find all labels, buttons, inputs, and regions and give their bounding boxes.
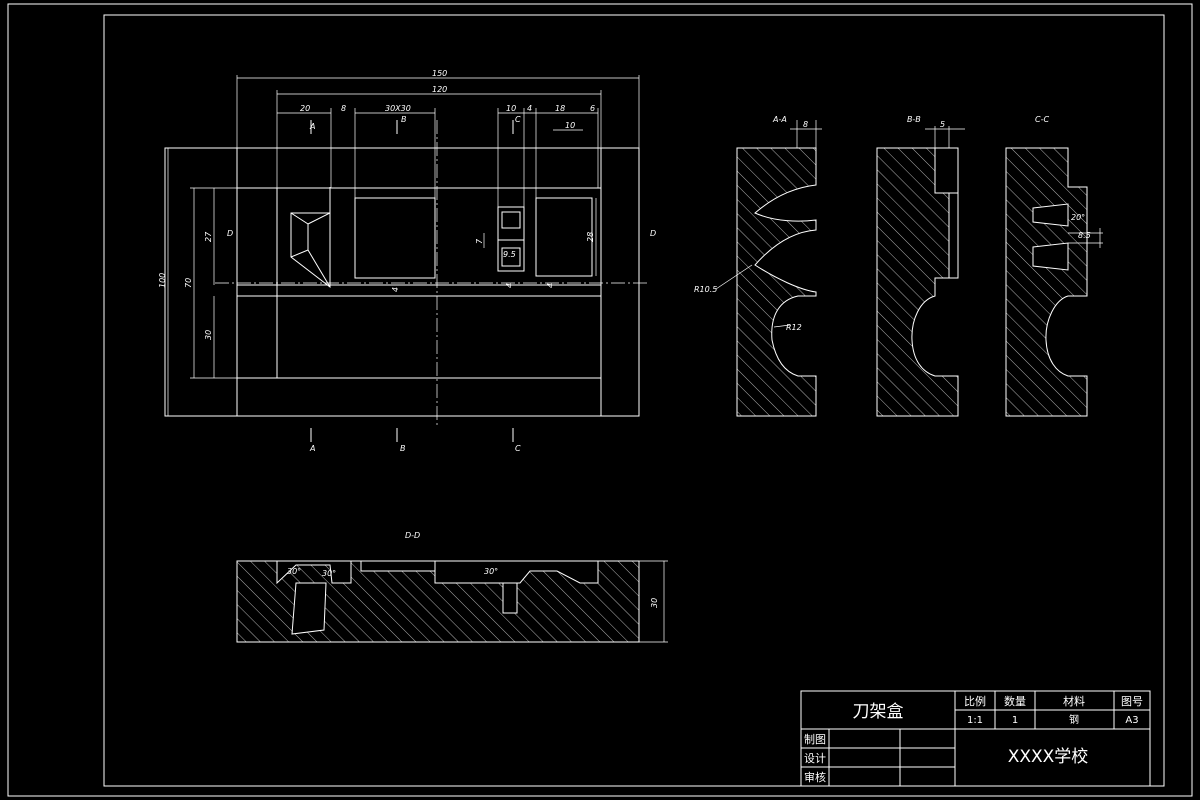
plan-view [164, 75, 650, 425]
dim-r10-5: R10.5 [694, 285, 717, 294]
dim-18: 18 [555, 104, 565, 113]
dim-dd-a1: 30° [287, 567, 301, 576]
section-a-a [715, 120, 822, 417]
cut-c-top: C [515, 115, 521, 124]
dim-30: 30 [204, 330, 213, 340]
cut-d-left: D [227, 229, 233, 238]
title-school: XXXX学校 [1008, 747, 1089, 767]
inner-border [103, 14, 1165, 787]
title-material-value: 钢 [1069, 713, 1079, 726]
title-part-name: 刀架盒 [853, 702, 904, 722]
dim-4a: 4 [391, 287, 400, 292]
title-qty-value: 1 [1012, 715, 1018, 726]
dim-10: 10 [506, 104, 516, 113]
title-drawing-no-label: 图号 [1121, 695, 1143, 708]
dim-4b: 4 [505, 283, 514, 288]
title-drawn-label: 制图 [804, 733, 826, 746]
dim-r12: R12 [786, 323, 802, 332]
dim-cc-8-5: 8.5 [1078, 231, 1091, 240]
title-review-label: 审核 [804, 770, 826, 784]
dim-20: 20 [300, 104, 310, 113]
cut-a-bot: A [309, 444, 315, 453]
dim-6: 6 [590, 104, 595, 113]
cut-b-bot: B [400, 444, 406, 453]
cut-d-right: D [650, 229, 656, 238]
dim-aa-8: 8 [803, 120, 808, 129]
label-d-d: D-D [405, 531, 420, 540]
title-block [800, 690, 1151, 787]
cut-b-top: B [401, 115, 407, 124]
outer-border [7, 3, 1193, 797]
title-drawing-no-value: A3 [1125, 715, 1138, 726]
dim-28: 28 [586, 232, 595, 242]
section-b-b [876, 126, 965, 417]
dim-dd-a3: 30° [484, 567, 498, 576]
dim-bb-5: 5 [940, 120, 945, 129]
title-scale-label: 比例 [964, 694, 986, 708]
title-material-label: 材料 [1063, 694, 1085, 708]
label-c-c: C-C [1035, 115, 1049, 124]
section-c-c [1005, 147, 1103, 417]
dim-4c: 4 [546, 283, 555, 288]
title-scale-value: 1:1 [967, 715, 983, 726]
dim-overall-width: 150 [432, 69, 447, 78]
dim-cc-20deg: 20° [1071, 213, 1085, 222]
plan-outer [164, 147, 640, 417]
dim-10b: 10 [565, 121, 575, 130]
label-a-a: A-A [772, 115, 787, 124]
cut-c-bot: C [515, 444, 521, 453]
dim-7: 7 [475, 238, 484, 244]
dim-dd-a2: 30° [322, 569, 336, 578]
dim-27: 27 [204, 231, 213, 242]
cut-a-top: A [309, 122, 315, 131]
dim-4: 4 [527, 104, 532, 113]
label-b-b: B-B [907, 115, 921, 124]
section-d-d [236, 560, 668, 643]
dim-overall-height: 100 [158, 273, 167, 288]
title-qty-label: 数量 [1004, 695, 1026, 708]
dim-dd-30: 30 [650, 598, 659, 608]
dim-9-5: 9.5 [503, 250, 516, 259]
dim-30x30: 30X30 [385, 104, 411, 113]
dim-8: 8 [341, 104, 346, 113]
dim-inner-width: 120 [432, 85, 447, 94]
dim-70: 70 [184, 278, 193, 288]
title-design-label: 设计 [804, 752, 826, 765]
